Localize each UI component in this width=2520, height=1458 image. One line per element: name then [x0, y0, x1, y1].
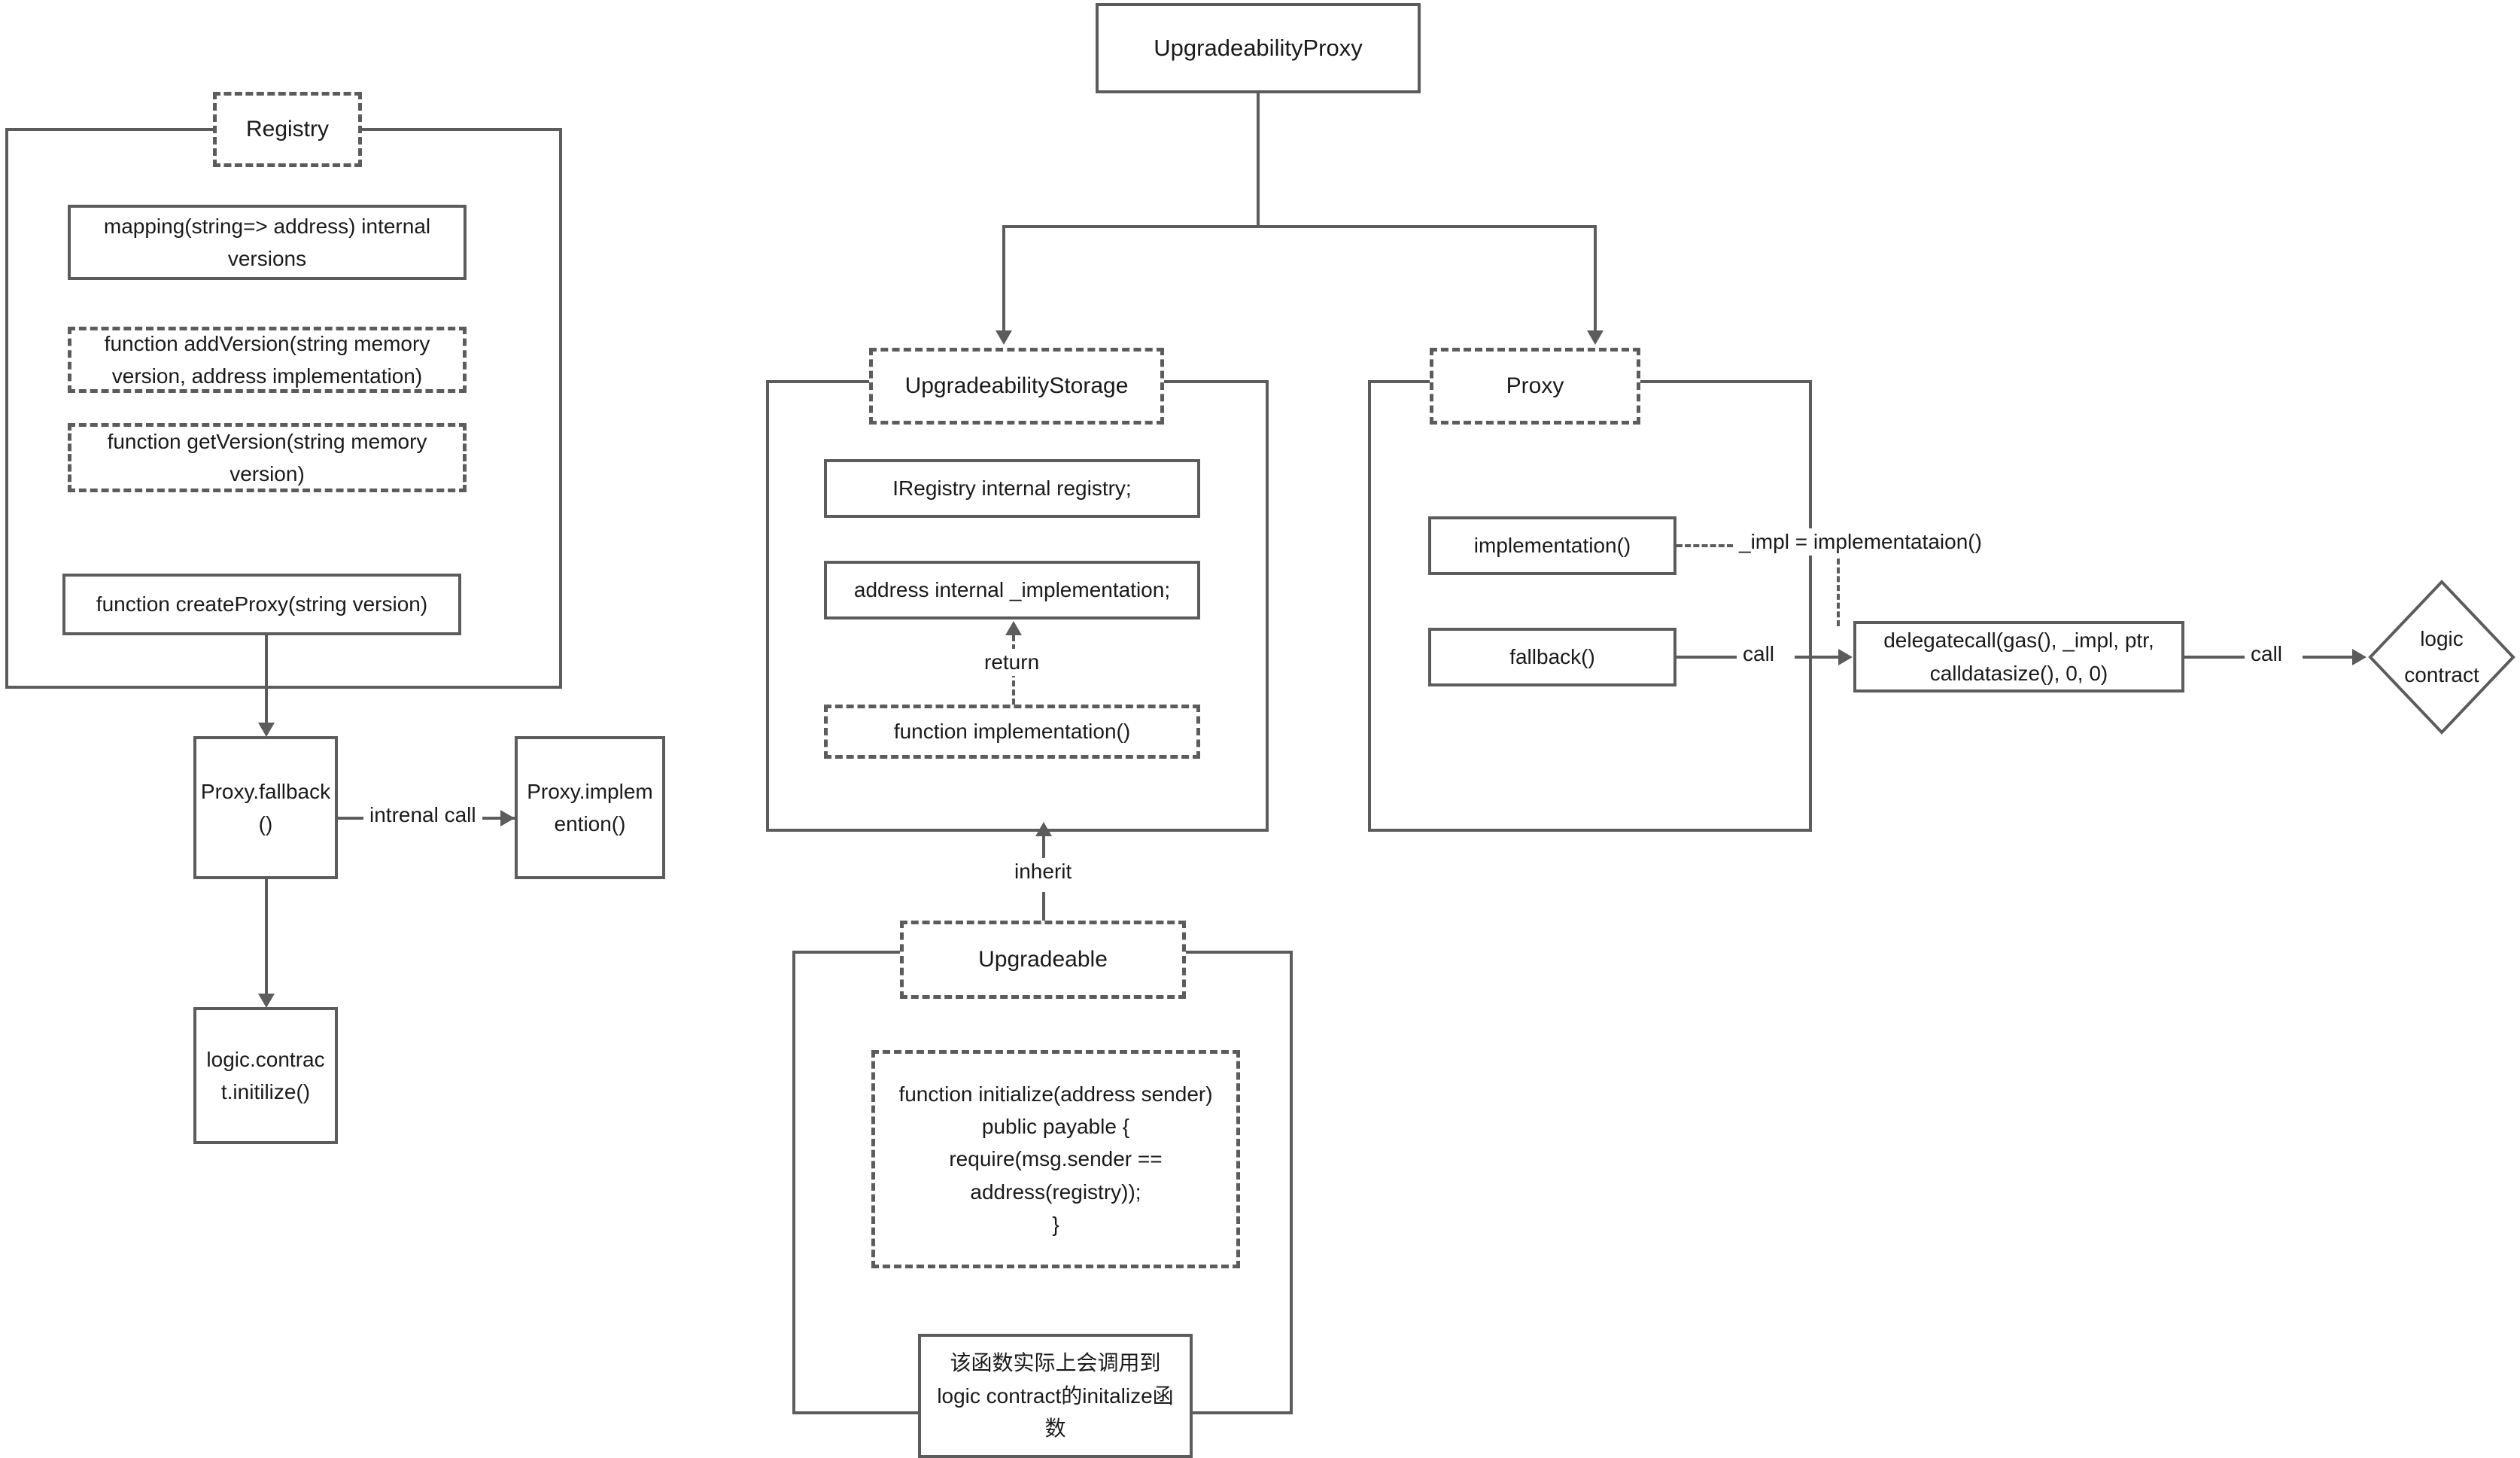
arrowhead-to-logic-contract [2352, 649, 2366, 665]
edge-proxy-stem [1257, 93, 1260, 227]
edge-label-impl-assignment: _impl = implementataion() [1733, 528, 1988, 556]
edge-drop-to-storage [1002, 225, 1005, 330]
diamond-shape-icon [2368, 580, 2515, 735]
node-registry-add-version[interactable]: function addVersion(string memory versio… [68, 327, 467, 393]
edge-inherit-upper [1042, 836, 1045, 865]
node-upgradeability-proxy[interactable]: UpgradeabilityProxy [1096, 3, 1421, 93]
edge-call-to-logic [2303, 656, 2357, 659]
node-upgradeability-storage-title[interactable]: UpgradeabilityStorage [869, 348, 1164, 425]
node-iregistry-internal-registry[interactable]: IRegistry internal registry; [824, 459, 1200, 518]
edge-label-inherit: inherit [1008, 858, 1078, 885]
arrowhead-to-storage [996, 330, 1012, 345]
node-registry-title[interactable]: Registry [213, 92, 362, 167]
arrowhead-inherit [1035, 822, 1052, 836]
logic-contract-label: logic contract [2404, 627, 2479, 686]
arrowhead-to-proxy [1587, 330, 1603, 345]
edge-label-call-logic: call [2245, 641, 2289, 668]
arrowhead-return [1005, 621, 1022, 635]
node-registry-create-proxy[interactable]: function createProxy(string version) [62, 574, 461, 635]
edge-impl-dotted [1676, 544, 1733, 547]
node-function-initialize[interactable]: function initialize(address sender) publ… [871, 1050, 1240, 1268]
arrowhead-to-initilize [258, 994, 275, 1008]
node-delegatecall[interactable]: delegatecall(gas(), _impl, ptr, calldata… [1853, 621, 2184, 692]
edge-delegatecall-call-stub [2184, 656, 2245, 659]
edge-label-intrenal-call: intrenal call [363, 802, 482, 829]
node-implementation-fn[interactable]: implementation() [1428, 516, 1676, 575]
edge-label-call-delegatecall: call [1737, 641, 1781, 668]
node-address-internal-implementation[interactable]: address internal _implementation; [824, 561, 1200, 619]
edge-drop-to-proxy [1594, 225, 1597, 330]
node-fallback-fn[interactable]: fallback() [1428, 628, 1676, 686]
edge-impl-to-delegatecall [1837, 559, 1840, 626]
edge-fallback-call-stub [1676, 656, 1737, 659]
node-proxy-fallback[interactable]: Proxy.fallback () [193, 736, 338, 879]
arrowhead-to-implemention [500, 810, 515, 826]
node-function-implementation[interactable]: function implementation() [824, 705, 1200, 759]
edge-call-to-delegatecall [1795, 656, 1844, 659]
edge-split-bus [1002, 225, 1597, 228]
edge-createproxy-to-fallback [265, 635, 268, 723]
edge-fallback-to-initilize [265, 879, 268, 994]
node-upgradeable-title[interactable]: Upgradeable [900, 921, 1186, 999]
node-chinese-note[interactable]: 该函数实际上会调用到 logic contract的initalize函 数 [918, 1334, 1193, 1458]
arrowhead-to-delegatecall [1838, 649, 1853, 665]
node-proxy-title[interactable]: Proxy [1430, 348, 1640, 425]
edge-inherit-lower [1042, 892, 1045, 924]
node-proxy-implemention[interactable]: Proxy.implem ention() [515, 736, 665, 879]
node-registry-get-version[interactable]: function getVersion(string memory versio… [68, 423, 467, 492]
node-logic-contract-diamond[interactable]: logic contract [2366, 578, 2517, 736]
edge-label-return: return [978, 649, 1046, 676]
container-proxy [1368, 380, 1812, 832]
node-logic-contract-initilize[interactable]: logic.contrac t.initilize() [193, 1007, 338, 1144]
arrowhead-createproxy-to-fallback [258, 723, 275, 737]
node-registry-versions-mapping[interactable]: mapping(string=> address) internal versi… [68, 205, 467, 280]
